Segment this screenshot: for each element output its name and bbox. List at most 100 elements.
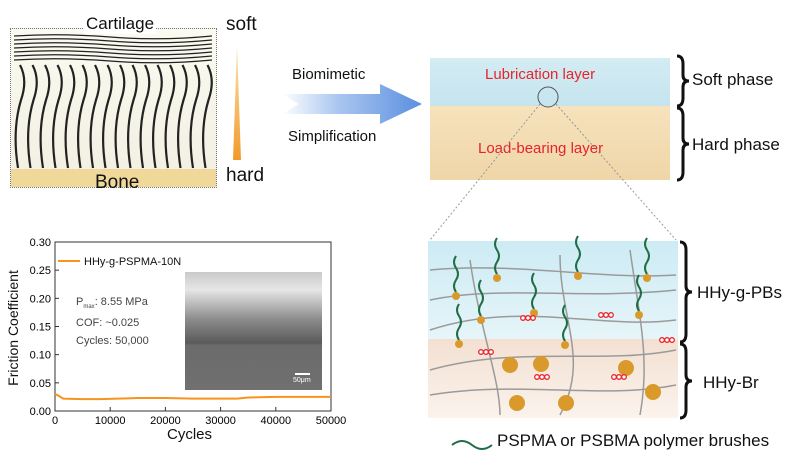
- x-axis-label: Cycles: [167, 426, 213, 443]
- nanoparticle: [558, 395, 574, 411]
- initiator-particle: [452, 292, 460, 300]
- zoom-line-left: [429, 103, 541, 241]
- crosslink-ring: [669, 337, 675, 343]
- brace-hard-phase: [676, 106, 690, 182]
- vertical-fiber: [14, 64, 26, 169]
- nanoparticle: [509, 395, 525, 411]
- vertical-fiber: [202, 64, 213, 169]
- polymer-brush: [562, 304, 568, 342]
- y-tick-label: 0.05: [30, 378, 51, 390]
- cof-annotation: COF: ~0.025: [76, 317, 140, 329]
- hard-phase-label: Hard phase: [692, 135, 780, 154]
- horizontal-fiber: [13, 38, 213, 44]
- x-tick-label: 30000: [205, 415, 236, 427]
- lubrication-layer-label: Lubrication layer: [485, 66, 596, 83]
- polymer-brush: [636, 274, 642, 312]
- crosslink-ring: [488, 349, 494, 355]
- polymer-brush: [531, 272, 537, 310]
- zoom-circle: [537, 86, 559, 108]
- crosslink-ring: [530, 315, 536, 321]
- y-tick-label: 0.25: [30, 265, 51, 277]
- vertical-fiber: [164, 64, 176, 169]
- horizontal-fiber: [13, 58, 213, 64]
- initiator-particle: [455, 340, 463, 348]
- polymer-brush: [575, 235, 581, 273]
- vertical-fiber: [139, 64, 151, 169]
- horizontal-fiber: [13, 46, 213, 52]
- polymer-chain: [429, 315, 677, 331]
- vertical-fiber: [89, 64, 101, 169]
- simplification-label: Simplification: [288, 128, 377, 145]
- vertical-fiber: [127, 64, 138, 169]
- brace-hhy-br: [679, 342, 693, 420]
- polymer-brush: [453, 255, 459, 293]
- x-tick-label: 40000: [261, 415, 292, 427]
- x-tick-label: 50000: [316, 415, 347, 427]
- vertical-fiber: [64, 64, 76, 169]
- initiator-particle: [635, 311, 643, 319]
- sem-inset-image: [185, 272, 322, 390]
- pmax-prefix: P: [76, 296, 84, 308]
- pmax-annotation: Pmax: 8.55 MPa: [76, 296, 148, 310]
- brace-soft-phase: [676, 54, 690, 108]
- soft-label: soft: [226, 14, 257, 35]
- initiator-particle: [477, 316, 485, 324]
- crosslink-ring: [621, 374, 627, 380]
- initiator-particle: [574, 272, 582, 280]
- crosslink-ring: [608, 312, 614, 318]
- y-axis-label: Friction Coefficient: [5, 270, 21, 386]
- pmax-value: : 8.55 MPa: [94, 296, 148, 308]
- nanoparticle: [645, 384, 661, 400]
- initiator-particle: [493, 274, 501, 282]
- nanoparticle: [533, 356, 549, 372]
- hard-label: hard: [226, 165, 265, 186]
- y-tick-label: 0.30: [30, 237, 51, 249]
- x-tick-label: 20000: [150, 415, 181, 427]
- hhy-g-pbs-label: HHy-g-PBs: [697, 283, 783, 302]
- vertical-fiber: [177, 64, 188, 169]
- polymer-brush: [644, 237, 650, 275]
- vertical-fiber: [152, 64, 163, 169]
- y-tick-label: 0.20: [30, 293, 51, 305]
- legend-label: HHy-g-PSPMA-10N: [84, 256, 182, 268]
- network-hard-region: [428, 339, 678, 418]
- nanoparticle: [618, 360, 634, 376]
- bone-label: Bone: [95, 172, 140, 193]
- load-bearing-layer: [430, 106, 670, 180]
- vertical-fiber: [52, 64, 63, 169]
- pmax-subscript: max: [83, 304, 95, 311]
- series-line: [54, 393, 331, 401]
- polymer-brush: [494, 237, 500, 275]
- polymer-brush: [478, 279, 484, 317]
- bone-region: [11, 169, 216, 187]
- polymer-chain: [629, 249, 645, 416]
- cartilage-label: Cartilage: [84, 14, 157, 34]
- soft-phase-label: Soft phase: [692, 70, 774, 89]
- hhy-br-label: HHy-Br: [703, 373, 759, 392]
- load-bearing-layer-label: Load-bearing layer: [478, 140, 604, 157]
- scale-bar: [295, 373, 310, 375]
- y-tick-label: 0.15: [30, 322, 51, 334]
- brace-hhy-g-pbs: [679, 240, 693, 344]
- vertical-fiber: [189, 64, 201, 169]
- scale-bar-label: 50μm: [293, 377, 311, 384]
- horizontal-fiber: [13, 34, 213, 40]
- x-tick-label: 10000: [95, 415, 126, 427]
- brush-legend-label: PSPMA or PSBMA polymer brushes: [497, 431, 770, 450]
- horizontal-fiber: [13, 50, 213, 56]
- legend-brush-icon: [451, 440, 493, 450]
- horizontal-fiber: [13, 54, 213, 60]
- cycles-annotation: Cycles: 50,000: [76, 335, 149, 347]
- nanoparticle: [502, 357, 518, 373]
- vertical-fiber: [39, 64, 51, 169]
- crosslink-ring: [544, 374, 550, 380]
- polymer-chain: [429, 349, 677, 371]
- gradient-wedge: [233, 45, 241, 160]
- y-tick-label: 0.10: [30, 350, 51, 362]
- vertical-fiber: [114, 64, 126, 169]
- vertical-fiber: [102, 64, 113, 169]
- initiator-particle: [561, 341, 569, 349]
